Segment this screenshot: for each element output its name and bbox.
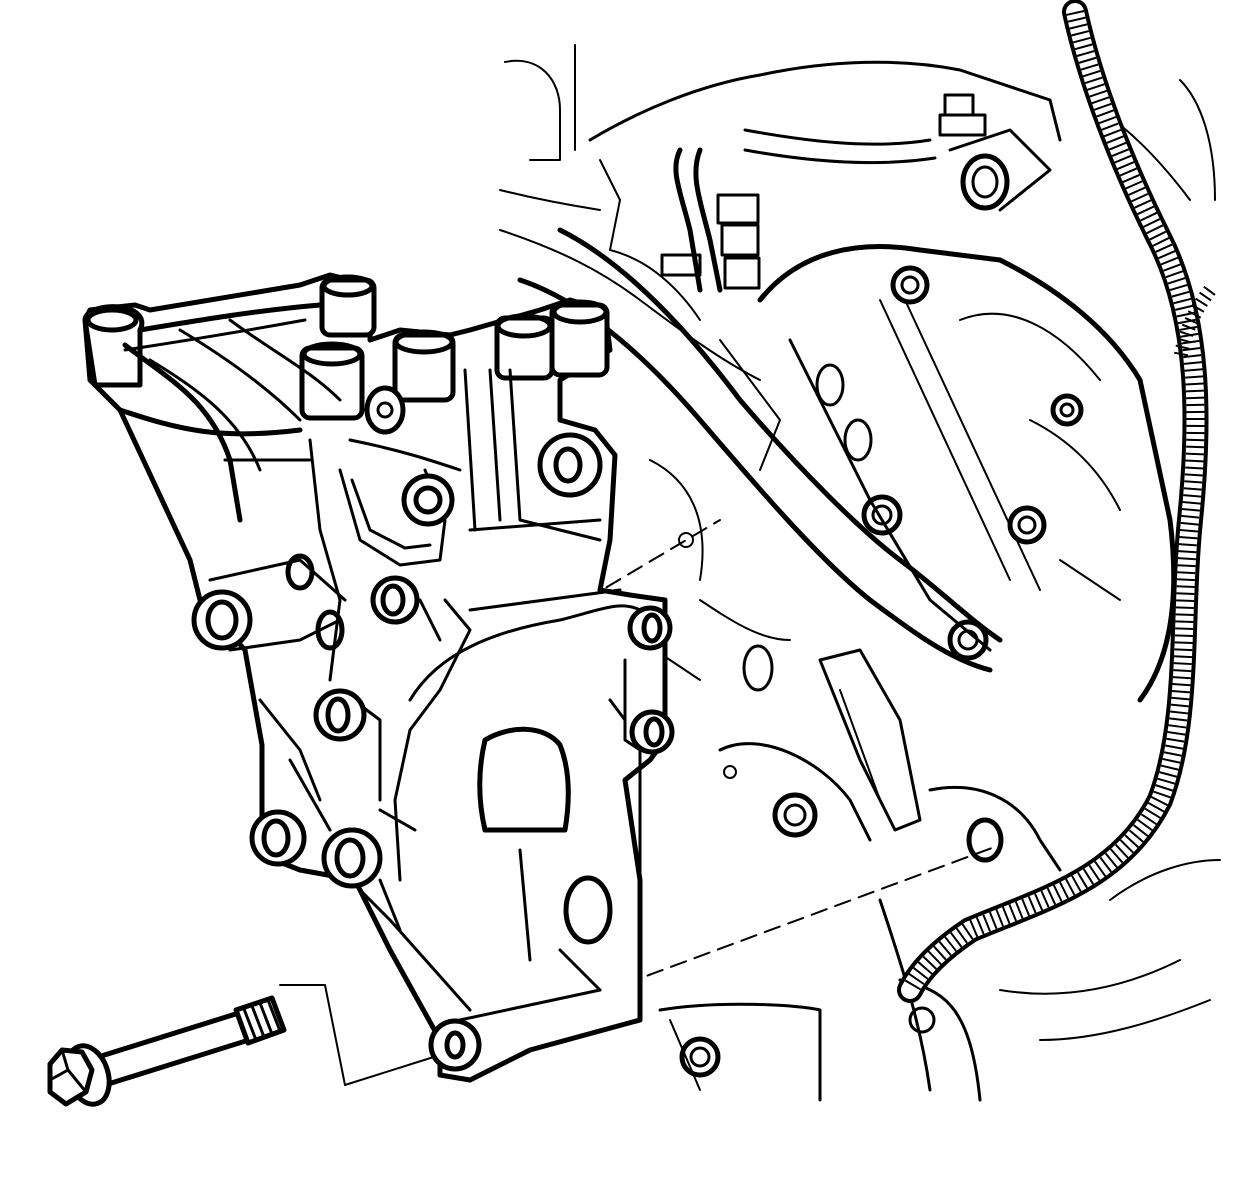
bracket-ear-center [401, 473, 455, 527]
bracket-ear-right-upper [627, 605, 673, 651]
wiring-harness [897, 0, 1216, 1003]
cover-bolt-3 [861, 494, 903, 536]
bracket-bolt-hole-bottom [428, 1018, 482, 1072]
generator-bracket [82, 272, 675, 1083]
bracket-ear-right [537, 432, 603, 498]
lower-bolt [772, 792, 818, 838]
bracket-ear-low-left [313, 688, 367, 742]
bracket-ear-left [191, 589, 253, 651]
cover-bolt-5 [947, 619, 989, 661]
cover-bolt-4 [1007, 505, 1047, 545]
bracket-ear-bottom-center [321, 827, 383, 889]
oil-pan-bolt [679, 1036, 721, 1078]
alignment-lines [279, 519, 1001, 1086]
bracket-hole-2 [315, 609, 345, 651]
cover-bolt-1 [890, 265, 930, 305]
bracket-ear-right-lower [629, 709, 675, 755]
mounting-bolt [47, 995, 287, 1107]
bracket-hole-1 [285, 553, 315, 591]
bracket-ear-mid [370, 575, 420, 625]
cover-bolt-2 [1050, 393, 1084, 427]
bracket-ear-upper [364, 385, 406, 435]
bracket-ear-bottom-left [249, 809, 307, 867]
